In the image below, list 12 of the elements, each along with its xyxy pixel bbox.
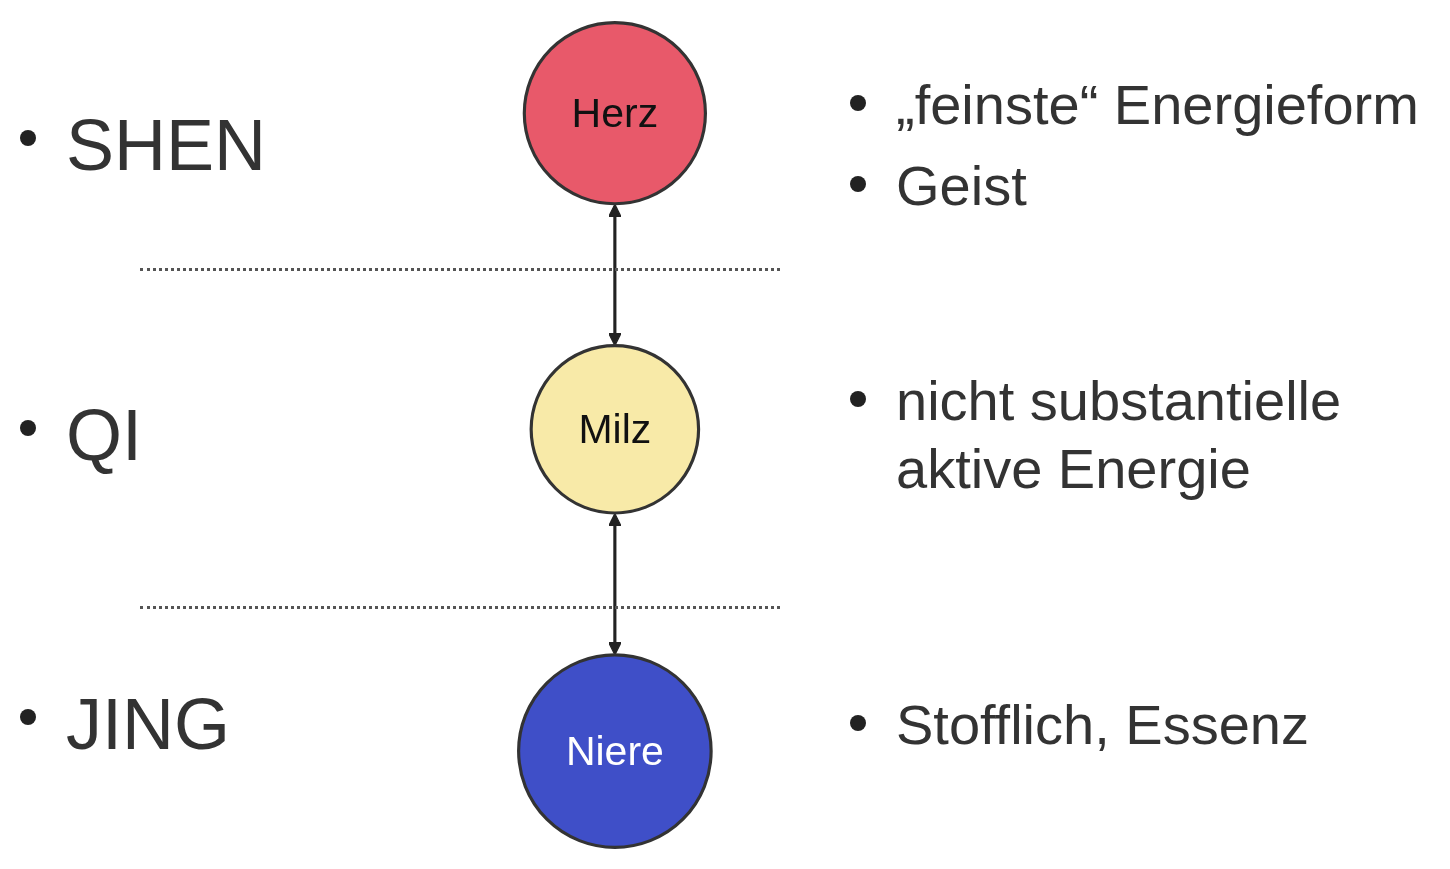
description-text: „feinste“ Energieform (896, 71, 1419, 138)
level-label: SHEN (66, 103, 267, 186)
level-label: JING (66, 683, 230, 766)
arrow (608, 512, 622, 655)
level-label: QI (66, 393, 142, 476)
node-circle: Niere (517, 652, 713, 849)
description-text: Geist (896, 152, 1027, 219)
node-circle: Herz (522, 20, 708, 205)
description-text: nicht substantielle aktive Energie (896, 368, 1343, 502)
arrow (608, 203, 622, 346)
description-text: Stofflich, Essenz (896, 691, 1309, 758)
node-circle: Milz (529, 343, 701, 515)
